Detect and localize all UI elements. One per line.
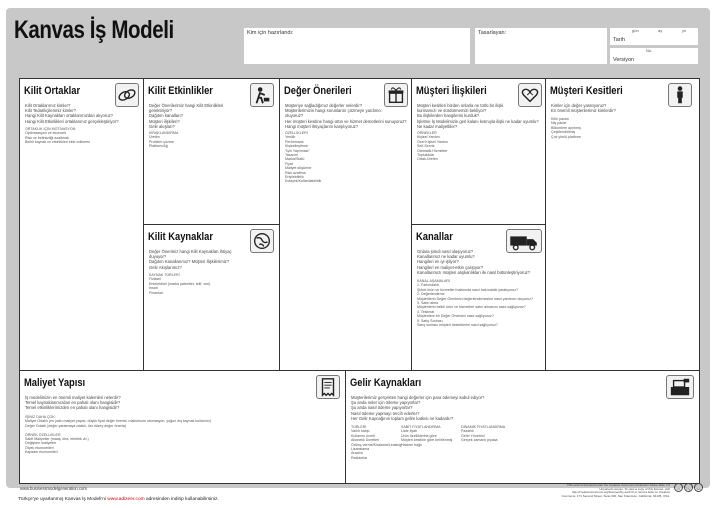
designed-for-field[interactable]: Kim için hazırlandı: [244, 28, 470, 64]
value-propositions-questions: Müşteriye sağladığımız değerler nelerdir… [285, 103, 407, 129]
credit-link[interactable]: www.adizeer.com [107, 497, 145, 502]
year-label: yıl [682, 28, 686, 33]
key-partners-block[interactable]: Kilit Ortaklar Kilit Ortaklarımız kimler… [20, 79, 144, 371]
day-label: gün [632, 28, 639, 33]
channels-details: KANAL AŞAMALARI 1. Farkındalık Şirket ür… [417, 279, 534, 328]
page-title: Kanvas İş Modeli [14, 16, 174, 44]
receipt-icon [316, 375, 340, 399]
cc-icon: cc [674, 483, 683, 492]
customer-segments-questions: Kimler için değer yaratıyoruz? En önemli… [551, 103, 616, 114]
key-partners-questions: Kilit Ortaklarımız kimler? Kilit Tedarik… [25, 103, 119, 124]
channels-block[interactable]: Kanallar Onlara şimdi nasıl ulaşıyoruz? … [412, 225, 546, 371]
version-field[interactable]: Versiyon No. [610, 48, 698, 64]
by-icon: by [684, 483, 693, 492]
value-propositions-details: ÖZELLİKLERİ Yenilik Performans Kişiselle… [285, 131, 322, 184]
key-resources-title: Kilit Kaynaklar [148, 231, 213, 243]
key-partners-title: Kilit Ortaklar [24, 85, 81, 97]
chain-link-icon [115, 83, 139, 107]
revenue-streams-block[interactable]: Gelir Kaynakları Müşterilerimiz gerçekte… [346, 371, 699, 483]
truck-icon [506, 229, 542, 253]
channels-questions: Onlara şimdi nasıl ulaşıyoruz? Kanalları… [417, 249, 531, 275]
credit-prefix: Türkçe'ye uyarlanmış Kanvas İş Modeli'ni [18, 497, 106, 502]
cost-structure-questions: İş modelimizin en önemli maliyet kalemle… [25, 395, 121, 411]
cost-structure-block[interactable]: Maliyet Yapısı İş modelimizin en önemli … [20, 371, 346, 483]
cost-structure-title: Maliyet Yapısı [24, 377, 86, 389]
customer-segments-details: Kitle pazarı Niş pazar Bölümlere ayrılmı… [551, 117, 581, 139]
revenue-streams-fixed-pricing: SABİT FİYATLANDIRMA Liste fiyatı Ürün öz… [401, 425, 453, 447]
key-resources-questions: Değer Önerimiz hangi Kilit Kaynakları ih… [149, 249, 232, 270]
business-model-grid: Kilit Ortaklar Kilit Ortaklarımız kimler… [19, 78, 700, 484]
globe-icon [250, 229, 274, 253]
sa-icon: sa [694, 483, 703, 492]
credit-line: Türkçe'ye uyarlanmış Kanvas İş Modeli'ni… [18, 497, 219, 502]
value-propositions-block[interactable]: Değer Önerileri Müşteriye sağladığımız d… [280, 79, 412, 371]
key-activities-title: Kilit Etkinlikler [148, 85, 213, 97]
designed-for-label: Kim için hazırlandı: [247, 30, 294, 36]
designed-by-field[interactable]: Tasarlayan: [475, 28, 607, 64]
gift-icon [384, 83, 408, 107]
revenue-streams-title: Gelir Kaynakları [350, 377, 422, 389]
no-label: No. [646, 48, 653, 53]
key-activities-details: KİRAKLANDIRMA Üretim Problem çözme Platf… [149, 131, 179, 149]
person-icon [668, 83, 692, 107]
key-partners-details: ORTAKLIK İÇİN MOTİVASYON Optimizasyon ve… [25, 127, 90, 145]
credit-suffix: adresinden indirip kullanabilirsiniz. [145, 497, 219, 502]
key-activities-questions: Değer Önerilerimiz hangi Kilit Etkinlikl… [149, 103, 224, 129]
revenue-streams-questions: Müşterilerimiz gerçekten hangi değerler … [351, 395, 485, 421]
key-resources-details: KAYNAK TÜRLERİ Fiziksel Entelektüel (mar… [149, 273, 211, 295]
designed-by-label: Tasarlayan: [478, 30, 507, 36]
revenue-streams-dynamic-pricing: DİNAMİK FİYATLANDIRMA Pazarlık Getiri Yö… [461, 425, 506, 443]
worker-icon [250, 83, 274, 107]
customer-relationships-details: ÖRNEKLER Kişisel Yardım Özel Kişisel Yar… [417, 131, 449, 162]
date-field[interactable]: Tarih gün ay yıl [610, 28, 698, 45]
value-propositions-title: Değer Önerileri [284, 85, 352, 97]
cash-register-icon [666, 375, 694, 399]
heart-icon [518, 83, 542, 107]
website-link[interactable]: www.businessmodelgeneration.com [20, 486, 87, 491]
date-label: Tarih [613, 37, 625, 43]
key-resources-block[interactable]: Kilit Kaynaklar Değer Önerimiz hangi Kil… [144, 225, 280, 371]
version-label: Versiyon [613, 57, 635, 63]
month-label: ay [658, 28, 663, 33]
customer-segments-title: Müşteri Kesitleri [550, 85, 623, 97]
customer-relationships-block[interactable]: Müşteri İlişkileri Müşteri kesitleri biz… [412, 79, 546, 225]
channels-title: Kanallar [416, 231, 453, 243]
customer-relationships-questions: Müşteri kesitleri bizden onlarla ne türl… [417, 103, 539, 129]
cost-structure-details: İŞİNİZ DAHA ÇOK: Maliyet Odaklı (en yalı… [25, 415, 211, 455]
license-text: This work is licensed under the Creative… [561, 483, 670, 498]
customer-relationships-title: Müşteri İlişkileri [416, 85, 487, 97]
revenue-streams-types: TÜRLERİ Varlık satışı Kullanım ücreti Ab… [351, 425, 402, 460]
customer-segments-block[interactable]: Müşteri Kesitleri Kimler için değer yara… [546, 79, 699, 371]
key-activities-block[interactable]: Kilit Etkinlikler Değer Önerilerimiz han… [144, 79, 280, 225]
